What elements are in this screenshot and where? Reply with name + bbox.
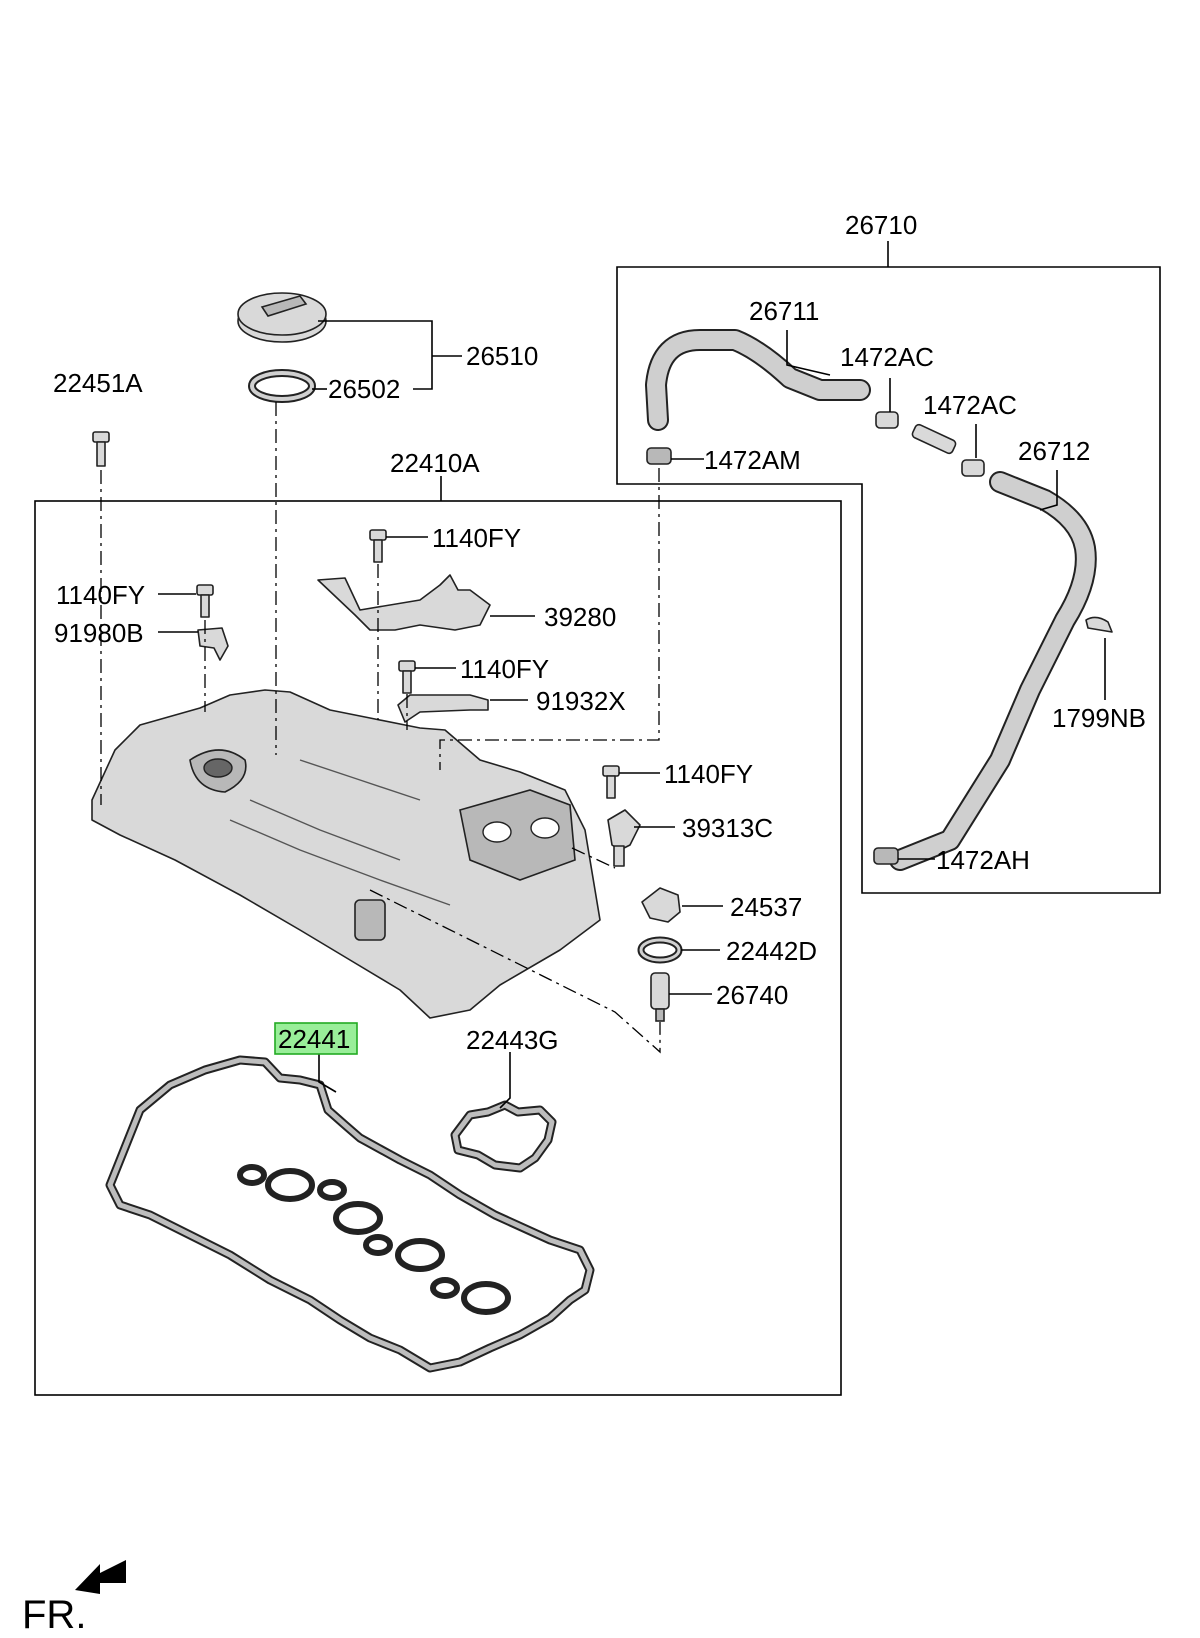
bracket-91980B xyxy=(197,627,229,661)
gasket-22441 xyxy=(105,1055,595,1373)
clamp-1472AM xyxy=(646,447,672,465)
highlight-22441 xyxy=(274,1022,358,1055)
label-91980B[interactable]: 91980B xyxy=(54,618,144,648)
label-26510[interactable]: 26510 xyxy=(466,341,538,371)
leader-lines xyxy=(158,241,1106,1109)
breather-hose-assembly xyxy=(645,329,1113,871)
label-22442D[interactable]: 22442D xyxy=(726,936,817,966)
label-26712[interactable]: 26712 xyxy=(1018,436,1090,466)
o-ring-22442D xyxy=(637,936,683,964)
front-arrow-icon xyxy=(75,1560,126,1594)
bracket-39280 xyxy=(317,574,491,631)
oil-filler-plug-24537 xyxy=(641,887,681,923)
label-1472AM[interactable]: 1472AM xyxy=(704,445,801,475)
alignment-lines xyxy=(100,402,661,1054)
label-26710[interactable]: 26710 xyxy=(845,210,917,240)
label-1140FY-right[interactable]: 1140FY xyxy=(664,759,753,789)
oil-filler-cap-gasket xyxy=(248,369,316,403)
label-39280[interactable]: 39280 xyxy=(544,602,616,632)
label-22451A[interactable]: 22451A xyxy=(53,368,143,398)
breather-hose-frame xyxy=(616,266,1161,894)
bolt-1140FY-top xyxy=(369,529,387,563)
label-1140FY-top[interactable]: 1140FY xyxy=(432,523,521,553)
label-39313C[interactable]: 39313C xyxy=(682,813,773,843)
label-22410A[interactable]: 22410A xyxy=(390,448,480,478)
label-26711[interactable]: 26711 xyxy=(749,296,819,326)
oil-filler-cap xyxy=(237,292,327,343)
label-1140FY-mid[interactable]: 1140FY xyxy=(460,654,549,684)
bracket-91932X xyxy=(397,694,489,723)
label-1472AH[interactable]: 1472AH xyxy=(936,845,1030,875)
label-26740[interactable]: 26740 xyxy=(716,980,788,1010)
cam-position-sensor xyxy=(607,809,641,867)
bolt-1140FY-left xyxy=(196,584,214,618)
clamp-1472AC-lower xyxy=(961,459,985,477)
label-1799NB[interactable]: 1799NB xyxy=(1052,703,1146,733)
bolt-1140FY-mid xyxy=(398,660,416,694)
gasket-22443G xyxy=(450,1100,557,1173)
clip-1799NB xyxy=(1085,616,1113,633)
label-1472AC-lower[interactable]: 1472AC xyxy=(923,390,1017,420)
label-1140FY-left[interactable]: 1140FY xyxy=(56,580,145,610)
pcv-valve xyxy=(911,423,957,455)
label-24537[interactable]: 24537 xyxy=(730,892,802,922)
label-91932X[interactable]: 91932X xyxy=(536,686,626,716)
clamp-1472AH xyxy=(873,847,899,865)
label-1472AC-upper[interactable]: 1472AC xyxy=(840,342,934,372)
cylinder-head-cover xyxy=(91,689,601,1019)
direction-label: FR. xyxy=(22,1593,86,1637)
label-26502[interactable]: 26502 xyxy=(328,374,400,404)
cylinder-head-cover-frame xyxy=(34,500,842,1396)
bolt-1140FY-right xyxy=(602,765,620,799)
bolt-22451A xyxy=(92,431,110,467)
pcv-26740 xyxy=(650,972,670,1022)
label-22443G[interactable]: 22443G xyxy=(466,1025,559,1055)
clamp-1472AC-upper xyxy=(875,411,899,429)
label-22441[interactable]: 22441 xyxy=(278,1024,350,1054)
